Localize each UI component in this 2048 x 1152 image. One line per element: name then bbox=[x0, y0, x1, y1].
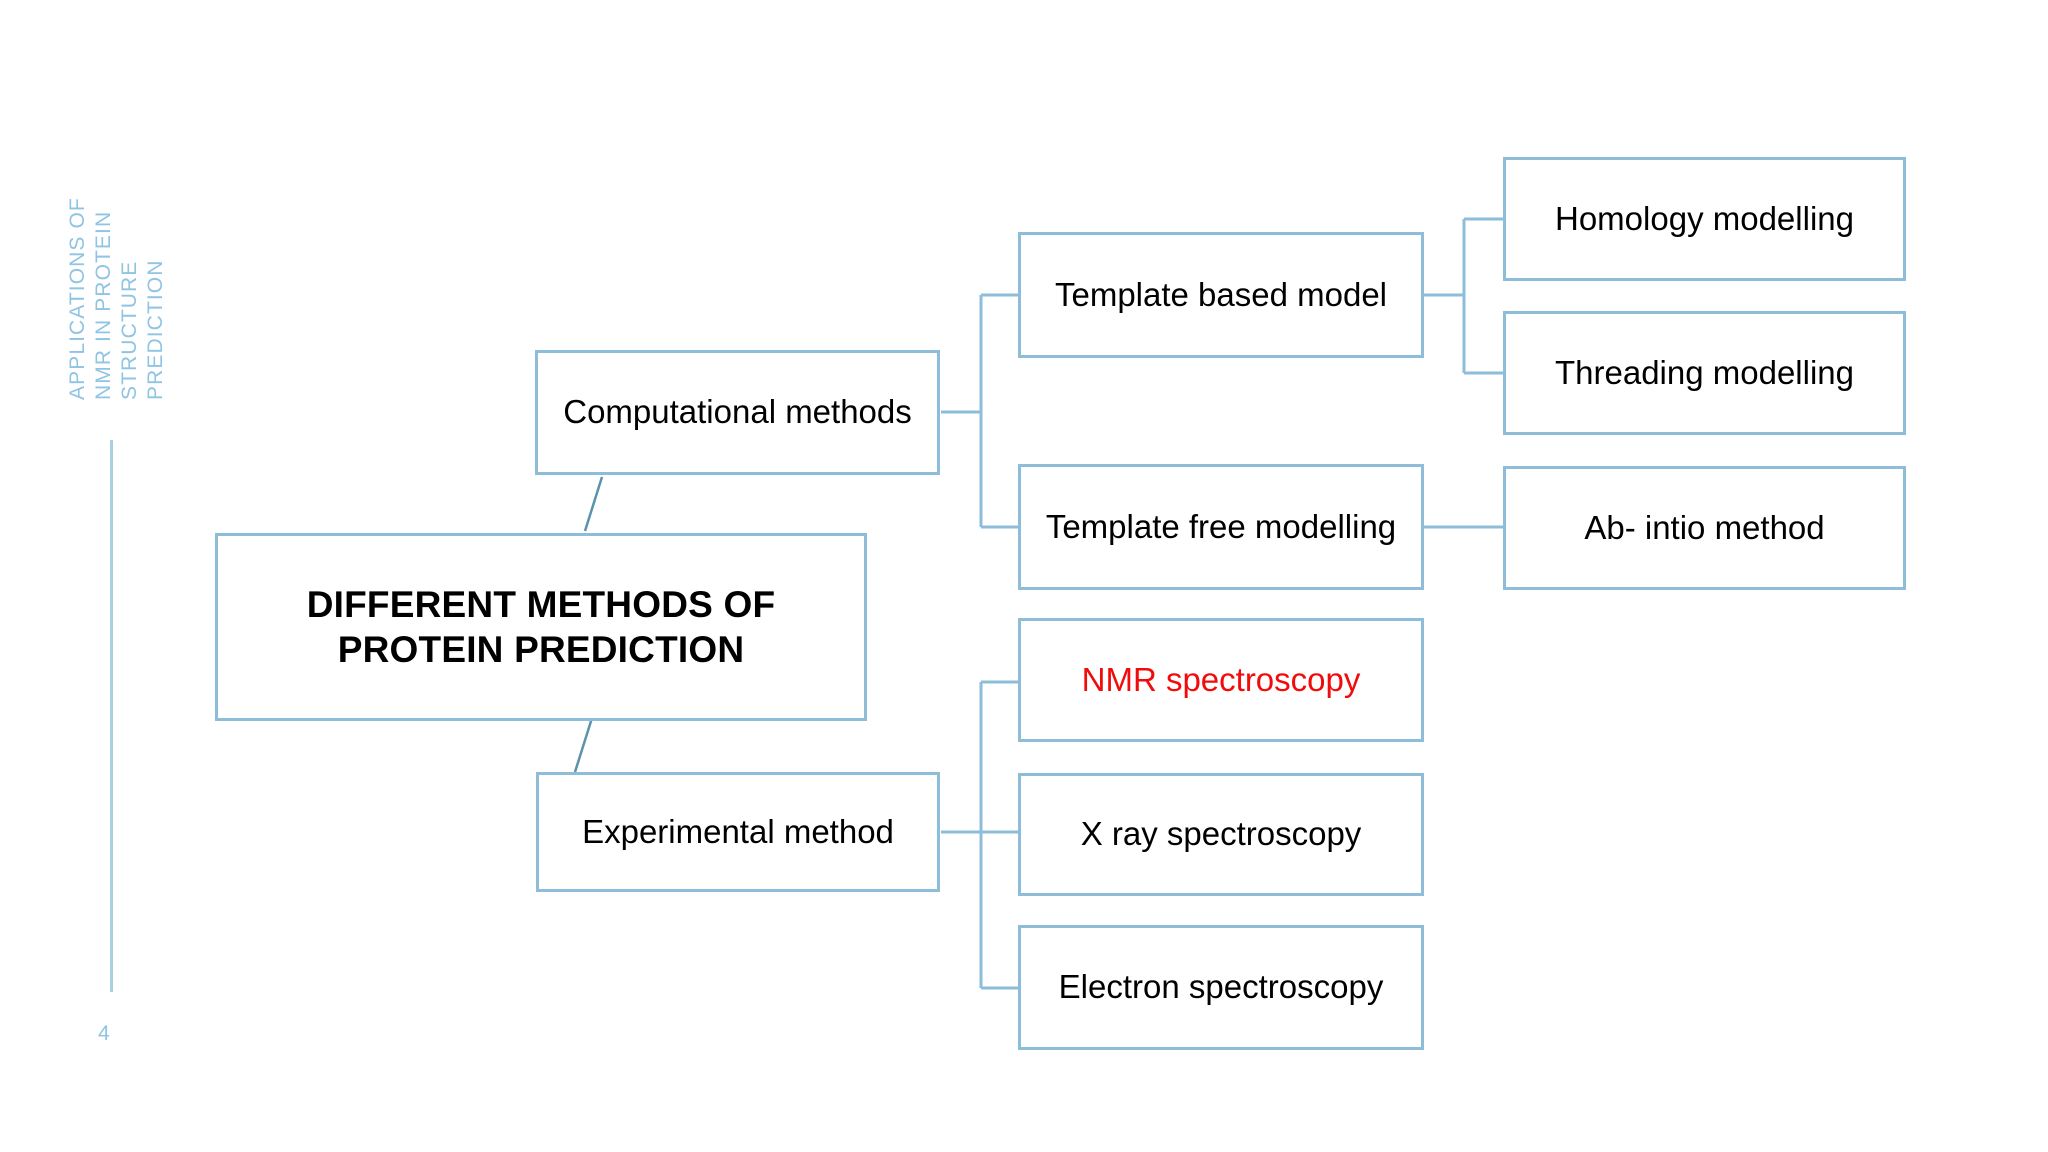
side-heading-line-4: PREDICTION bbox=[144, 259, 167, 400]
node-experimental-method[interactable]: Experimental method bbox=[536, 772, 940, 892]
side-heading-line-1: APPLICATIONS OF bbox=[66, 197, 89, 400]
node-electron-spectroscopy[interactable]: Electron spectroscopy bbox=[1018, 925, 1424, 1050]
side-heading: APPLICATIONS OF NMR IN PROTEIN STRUCTURE… bbox=[0, 0, 200, 420]
node-nmr-spectroscopy[interactable]: NMR spectroscopy bbox=[1018, 618, 1424, 742]
edge-root-computational bbox=[583, 476, 604, 532]
side-heading-line-3: STRUCTURE bbox=[118, 260, 141, 400]
sidebar-divider-line bbox=[110, 440, 113, 992]
page-number: 4 bbox=[98, 1022, 110, 1045]
node-threading-modelling[interactable]: Threading modelling bbox=[1503, 311, 1906, 435]
node-template-free-modelling[interactable]: Template free modelling bbox=[1018, 464, 1424, 590]
node-x-ray-spectroscopy[interactable]: X ray spectroscopy bbox=[1018, 773, 1424, 896]
node-template-based-model[interactable]: Template based model bbox=[1018, 232, 1424, 358]
node-root-different-methods[interactable]: DIFFERENT METHODS OF PROTEIN PREDICTION bbox=[215, 533, 867, 721]
node-computational-methods[interactable]: Computational methods bbox=[535, 350, 940, 475]
edge-root-experimental bbox=[573, 717, 594, 773]
side-heading-line-2: NMR IN PROTEIN bbox=[92, 210, 115, 400]
node-ab-intio-method[interactable]: Ab- intio method bbox=[1503, 466, 1906, 590]
node-homology-modelling[interactable]: Homology modelling bbox=[1503, 157, 1906, 281]
